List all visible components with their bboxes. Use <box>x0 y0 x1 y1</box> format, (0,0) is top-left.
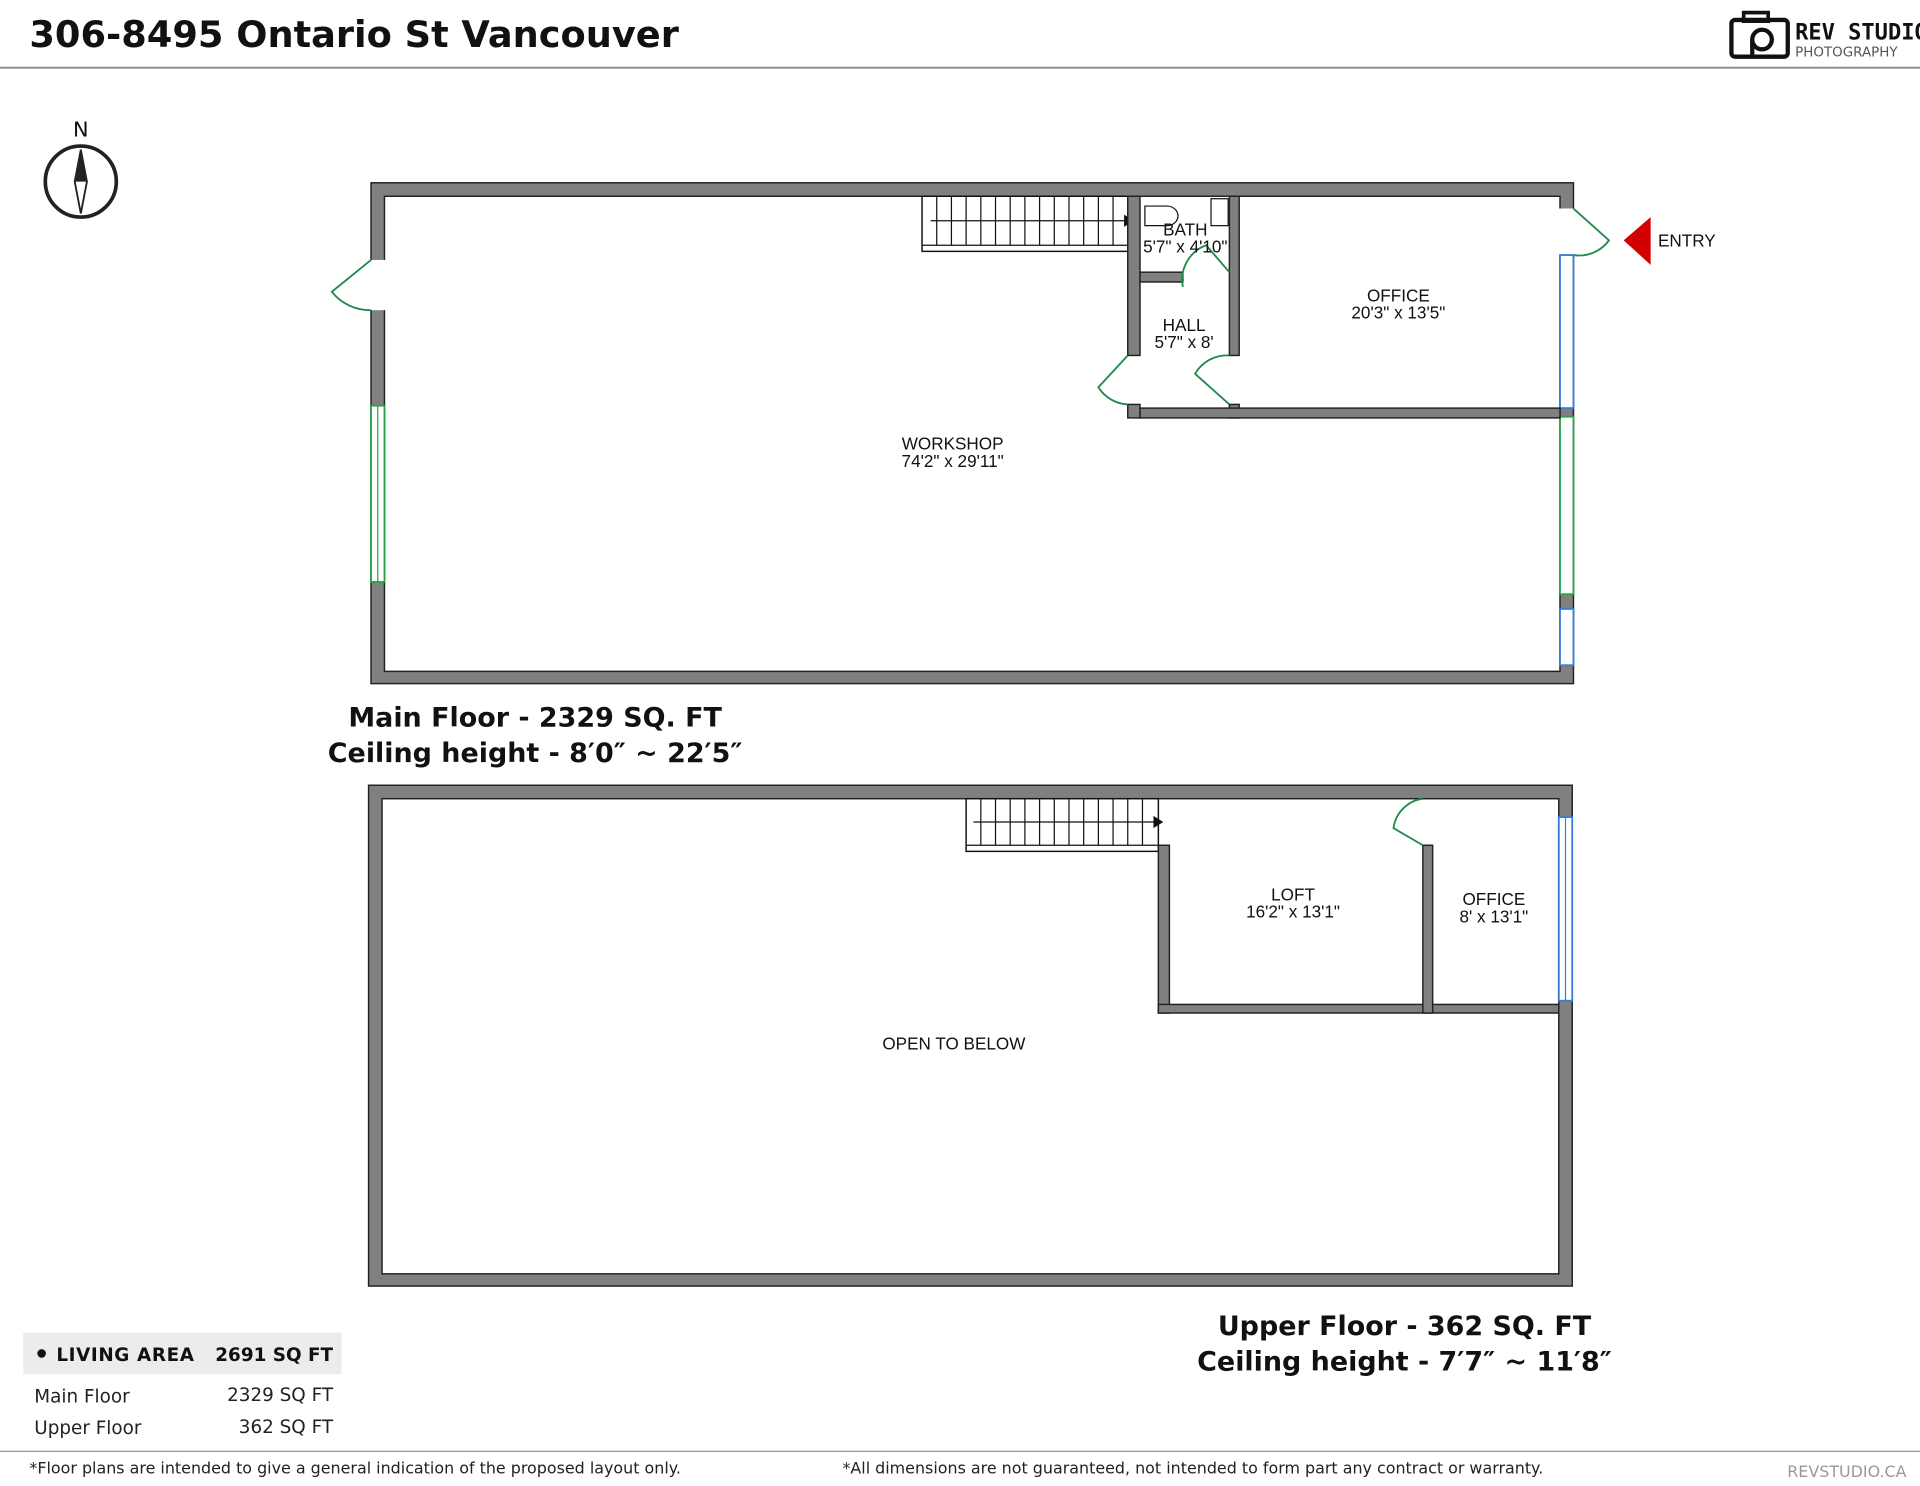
rev-studio-logo: REV STUDIO PHOTOGRAPHY <box>1729 10 1920 61</box>
main-stairs <box>921 195 1134 253</box>
room-size-hall: 5'7" x 8' <box>1154 332 1213 352</box>
upper-floor-label: Upper Floor - 362 SQ. FT <box>1218 1311 1592 1342</box>
upper-floor-ceiling: Ceiling height - 7′7″ ~ 11′8″ <box>1197 1347 1612 1378</box>
living-area-table: LIVING AREA 2691 SQ FT Main Floor 2329 S… <box>23 1332 342 1439</box>
entry-label: ENTRY <box>1658 230 1716 250</box>
sink-icon <box>1210 198 1229 227</box>
office-door-icon <box>1193 354 1230 406</box>
upper-floor-plan: OPEN TO BELOW LOFT 16'2" x 13'1" OFFICE … <box>367 784 1574 1287</box>
room-name-loft: LOFT <box>1271 884 1315 904</box>
room-name-workshop: WORKSHOP <box>902 434 1004 454</box>
camera-icon <box>1729 10 1790 59</box>
main-floor-label: Main Floor - 2329 SQ. FT <box>348 702 722 733</box>
room-name-upper-office: OFFICE <box>1462 889 1525 909</box>
logo-subtext: PHOTOGRAPHY <box>1795 46 1898 61</box>
main-floor-plan: ENTRY <box>330 182 1716 685</box>
room-size-office: 20'3" x 13'5" <box>1351 303 1445 323</box>
footer-disclaimer-right: *All dimensions are not guaranteed, not … <box>842 1458 1543 1477</box>
entry-arrow-icon <box>1623 217 1651 265</box>
room-size-bath: 5'7" x 4'10" <box>1143 237 1227 257</box>
window-right-3 <box>1559 608 1575 667</box>
window-right-2 <box>1559 415 1575 596</box>
toilet-icon <box>1144 205 1179 227</box>
page-title: 306-8495 Ontario St Vancouver <box>29 13 678 56</box>
entry-door-icon <box>1572 207 1611 257</box>
compass-ring-icon <box>43 144 119 219</box>
upper-floor-area-label: Upper Floor <box>34 1418 142 1439</box>
room-size-loft: 16'2" x 13'1" <box>1246 901 1340 921</box>
room-size-upper-office: 8' x 13'1" <box>1459 906 1528 926</box>
compass-north-label: N <box>73 117 89 141</box>
compass: N <box>43 117 119 219</box>
room-name-bath: BATH <box>1163 219 1207 239</box>
upper-floor-area-value: 362 SQ FT <box>239 1417 334 1438</box>
bullet-icon <box>37 1349 46 1358</box>
door-left-icon <box>330 259 372 312</box>
room-name-hall: HALL <box>1163 315 1206 335</box>
living-area-value: 2691 SQ FT <box>215 1345 333 1366</box>
main-floor-area-label: Main Floor <box>34 1386 130 1407</box>
window-right-1 <box>1559 254 1575 410</box>
main-floor-area-value: 2329 SQ FT <box>227 1385 334 1406</box>
logo-text: REV STUDIO <box>1795 21 1920 46</box>
hall-door-icon <box>1097 354 1129 406</box>
footer-disclaimer-left: *Floor plans are intended to give a gene… <box>29 1458 681 1477</box>
room-size-workshop: 74'2" x 29'11" <box>902 451 1004 471</box>
room-name-open-to-below: OPEN TO BELOW <box>882 1034 1026 1054</box>
footer-website: REVSTUDIO.CA <box>1787 1462 1906 1481</box>
living-area-label: LIVING AREA <box>56 1345 194 1366</box>
upper-office-door-icon <box>1392 797 1424 847</box>
room-name-office: OFFICE <box>1367 286 1430 306</box>
upper-stairs <box>965 797 1164 853</box>
bath-door-icon <box>1181 244 1231 288</box>
main-floor-ceiling: Ceiling height - 8′0″ ~ 22′5″ <box>328 738 743 769</box>
